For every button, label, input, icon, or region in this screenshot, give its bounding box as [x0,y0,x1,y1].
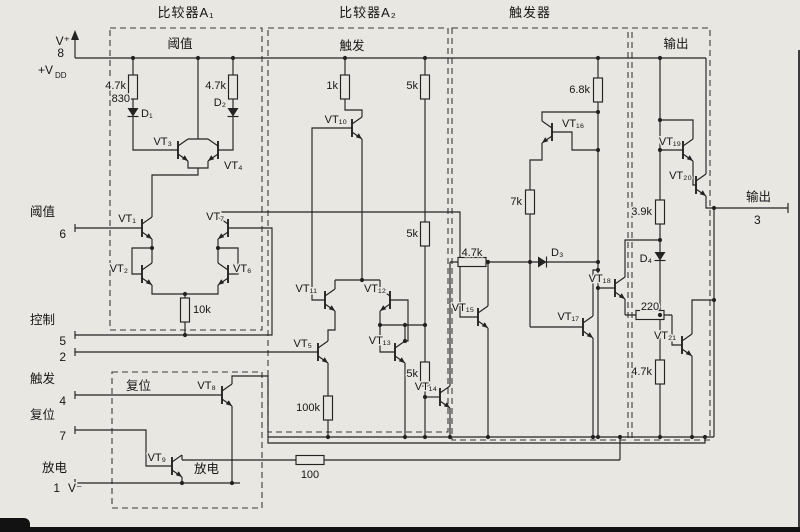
resistor-r13-value: 220 [641,301,659,313]
resistor-r1-value: 4.7k [105,80,126,92]
diode-d1-label: D₁ [141,108,153,120]
section-trigger-label: 触发 [339,38,365,53]
diode-d4-icon [653,251,667,262]
section-reset-label: 复位 [126,378,151,393]
pin-vplus-label: V⁺ [56,34,70,48]
transistor-vt1-label: VT₁ [118,213,136,225]
transistor-vt11-label: VT₁₁ [296,283,318,295]
transistor-vt5-label: VT₅ [294,338,313,350]
transistor-vt10-label: VT₁₀ [325,114,347,126]
transistor-vt18-label: VT₁₈ [589,273,611,285]
resistor-r3-value: 1k [326,80,338,92]
pin-vdd-label: +V [38,63,53,77]
resistor-r4-value: 5k [406,80,418,92]
scan-artifact-corner-blob [0,518,30,532]
vplus-arrow-icon [71,30,79,40]
junction-dots [130,55,717,486]
resistor-r2-value: 4.7k [205,80,226,92]
transistor-vt14-label: VT₁₄ [415,381,438,393]
transistor-vt8-label: VT₈ [197,380,216,392]
transistor-vt13-label: VT₁₃ [369,335,391,347]
transistor-vt2-label: VT₂ [110,263,128,275]
transistor-vt16-label: VT₁₆ [562,118,584,130]
pin-1-number: 1 [53,481,60,495]
flipflop-wiring [487,58,682,437]
pin-trigger-label: 触发 [30,371,56,386]
resistor-r14-value: 3.9k [631,206,652,218]
output-box [631,27,711,441]
transistor-vt17-label: VT₁₇ [557,311,579,323]
labels: 比较器A₁ 比较器A₂ 触发器 阈值 触发 输出 复位 放电 V⁺ 8 +V D… [29,4,773,497]
pin-8-number: 8 [57,46,64,60]
pin-vdd-subscript: DD [55,71,67,80]
title-comparator-a2: 比较器A₂ [339,5,397,20]
pin-7-number: 7 [59,429,66,443]
scan-artifact-right-edge [798,50,800,527]
diode-d4-label: D₄ [640,253,653,265]
diodes [126,107,667,269]
pin-threshold-label: 阈值 [30,204,55,219]
diode-d3-label: D₃ [551,247,563,259]
transistor-vt21-label: VT₂₁ [654,330,676,342]
diode-d3-icon [537,255,548,269]
pin-control-label: 控制 [30,313,55,327]
section-output-label: 输出 [663,36,688,51]
transistor-vt6-label: VT₆ [233,263,252,275]
flipflop-box [451,27,629,441]
transistor-vt19-label: VT₁₉ [659,136,681,148]
transistor-vt20-label: VT₂₀ [669,170,692,182]
resistor-r1b-value: 830 [112,93,130,105]
resistor-r10-value: 5k [406,368,418,380]
diode-d2-label: D₂ [214,97,226,109]
pin-reset-label: 复位 [30,407,55,422]
transistor-vt4-label: VT₄ [224,160,243,172]
transistor-vt7-label: VT₇ [206,211,224,223]
transistor-vt3-label: VT₃ [153,136,172,148]
reset-discharge-wiring [181,375,706,483]
pin-6-number: 6 [59,227,66,241]
pin-leads [74,224,318,487]
power-rails [71,30,789,438]
scan-artifact-bottom-bar [0,527,800,532]
resistor-r7-value: 5k [406,228,418,240]
diode-d1-icon [126,107,140,118]
diode-d2-icon [226,107,240,118]
resistor-r15-value: 4.7k [631,366,652,378]
comparator-a1-box [109,27,263,331]
title-comparator-a1: 比较器A₁ [157,5,214,20]
resistor-r12-value: 100 [301,469,319,481]
pin-3-number: 3 [754,213,761,227]
pin-4-number: 4 [59,394,66,408]
pin-output-label: 输出 [746,189,771,204]
resistor-r6-value: 7k [510,196,522,208]
resistor-r5-value: 6.8k [569,84,590,96]
section-threshold-label: 阈值 [167,36,192,51]
resistor-r11-value: 100k [296,402,320,414]
resistors [127,74,666,466]
transistor-vt9-label: VT₉ [148,452,166,464]
resistor-r8-value: 4.7k [462,247,483,259]
transistor-vt15-label: VT₁₅ [452,302,474,314]
title-flipflop: 触发器 [509,5,551,20]
block-outlines [109,27,711,509]
pin-discharge-label: 放电 [42,460,68,475]
transistor-vt12-label: VT₁₂ [364,283,386,295]
section-discharge-label: 放电 [194,461,220,476]
comparator-a2-box [267,27,449,433]
resistor-r9-value: 10k [193,304,211,316]
reset-box [111,371,263,509]
pin-vminus-label: V⁻ [68,481,82,495]
pin-2-number: 2 [59,350,66,364]
pin-5-number: 5 [59,334,66,348]
